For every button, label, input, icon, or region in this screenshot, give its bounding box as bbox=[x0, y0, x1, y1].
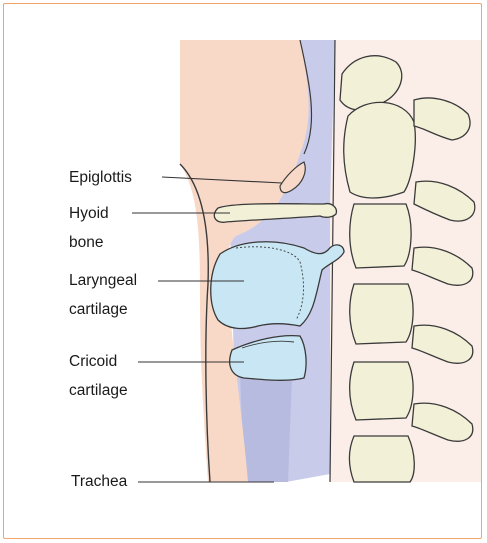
label-cricoid-line1: Cricoid bbox=[69, 352, 117, 371]
vertebra-c6 bbox=[350, 436, 415, 482]
larynx-anatomy-figure: Epiglottis Hyoid bone Laryngeal cartilag… bbox=[3, 3, 482, 539]
vertebra-c5 bbox=[350, 362, 413, 420]
label-trachea: Trachea bbox=[71, 472, 127, 491]
label-hyoid-line1: Hyoid bbox=[69, 204, 109, 223]
label-epiglottis: Epiglottis bbox=[69, 168, 132, 187]
vertebra-c3 bbox=[350, 204, 411, 268]
label-hyoid-line2: bone bbox=[69, 233, 103, 252]
label-laryngeal-line1: Laryngeal bbox=[69, 271, 137, 290]
trachea-tube bbox=[240, 374, 292, 482]
vertebra-c4 bbox=[350, 284, 413, 344]
label-laryngeal-line2: cartilage bbox=[69, 300, 128, 319]
label-cricoid-line2: cartilage bbox=[69, 381, 128, 400]
vertebra-c2 bbox=[344, 102, 416, 198]
